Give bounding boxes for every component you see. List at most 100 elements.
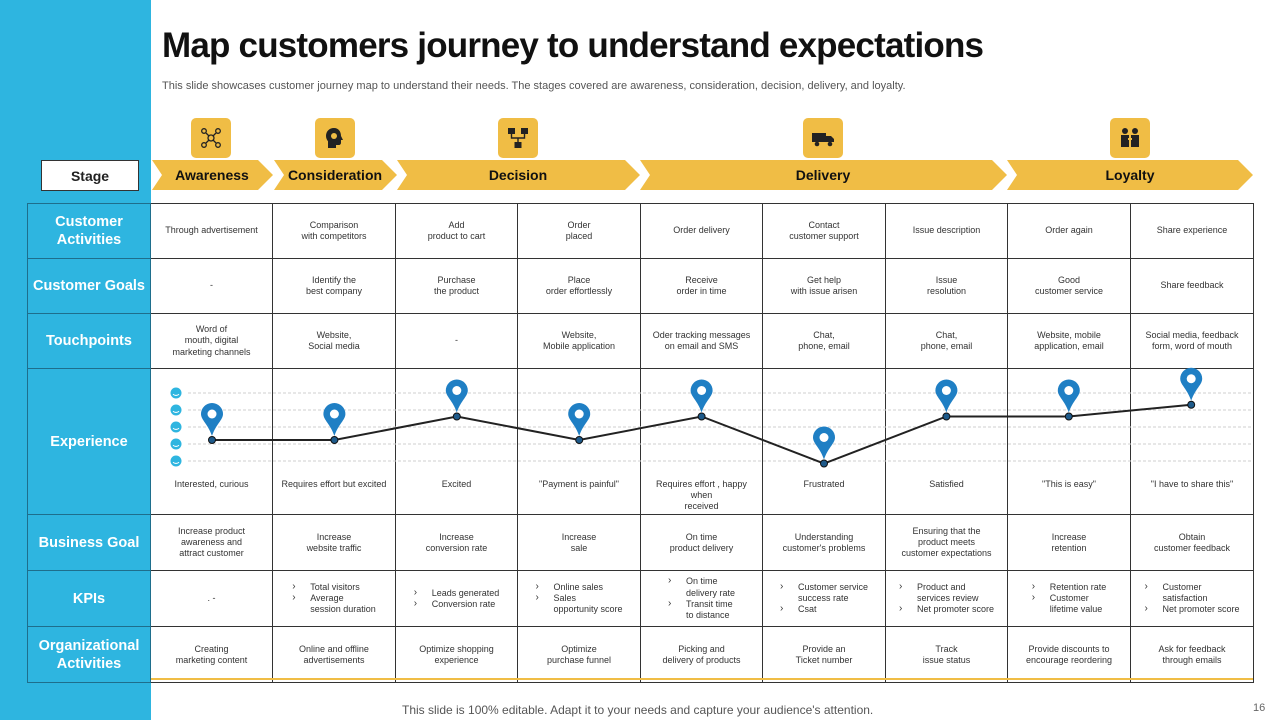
people-network-icon [191,118,231,158]
stage-consideration-label: Consideration [287,167,383,183]
kpi-item: Net promoter score [899,603,994,616]
table-cell: - [150,258,273,314]
table-cell: - [395,313,518,369]
row-header: Customer Goals [27,258,151,314]
row-kpis: KPIs . - Total visitorsAveragesession du… [27,570,1254,628]
experience-cell [640,368,763,472]
experience-cell [1130,368,1254,472]
table-cell: Chat,phone, email [885,313,1008,369]
stage-decision-label: Decision [488,167,548,183]
kpi-cell: Online salesSalesopportunity score [517,570,641,628]
experience-label: Requires effort but excited [272,471,396,516]
experience-label: "Payment is painful" [517,471,641,516]
row-header: KPIs [27,570,151,628]
kpi-item: Net promoter score [1144,603,1239,616]
kpi-item: Retention rate [1032,581,1107,594]
kpi-item: Conversion rate [414,598,500,611]
table-cell: Website,Mobile application [517,313,641,369]
experience-cell [517,368,641,472]
table-cell: Share feedback [1130,258,1254,314]
page-subtitle: This slide showcases customer journey ma… [162,80,906,92]
table-cell: Chat,phone, email [762,313,886,369]
kpi-cell: Leads generatedConversion rate [395,570,518,628]
experience-label: Frustrated [762,471,886,516]
row-customer-activities: Customer Activities Through advertisemen… [27,203,1254,259]
kpi-cell: Total visitorsAveragesession duration [272,570,396,628]
kpi-item: Leads generated [414,586,500,599]
experience-cell [272,368,396,472]
decision-flow-icon [498,118,538,158]
row-header: Business Goal [27,514,151,572]
table-cell: Issue description [885,203,1008,259]
row-header: Customer Activities [27,203,151,259]
row-header: Experience [27,367,151,516]
kpi-cell: CustomersatisfactionNet promoter score [1130,570,1254,628]
table-cell: Through advertisement [150,203,273,259]
experience-cell [150,368,273,472]
kpi-item: Csat [780,603,868,616]
page-number: 16 [1253,702,1266,714]
journey-map-table: Customer Activities Through advertisemen… [27,203,1254,684]
experience-label: Interested, curious [150,471,273,516]
experience-cell [1007,368,1131,472]
kpi-item: Online sales [535,581,622,594]
page-title: Map customers journey to understand expe… [162,26,984,65]
delivery-truck-icon [803,118,843,158]
experience-label: Satisfied [885,471,1008,516]
row-header: Touchpoints [27,313,151,369]
row-experience-labels: Interested, curious Requires effort but … [28,471,1254,516]
stage-delivery-label: Delivery [795,167,851,183]
table-cell: Website,Social media [272,313,396,369]
footer-note: This slide is 100% editable. Adapt it to… [402,703,874,717]
loyalty-people-icon [1110,118,1150,158]
table-cell: Order delivery [640,203,763,259]
bottom-accent-line [151,678,1253,680]
table-cell: . - [150,570,273,628]
row-header: Organizational Activities [27,626,151,684]
kpi-cell: Retention rateCustomerlifetime value [1007,570,1131,628]
stage-awareness-label: Awareness [175,167,249,183]
experience-cell [885,368,1008,472]
table-cell: Order again [1007,203,1131,259]
stage-loyalty-label: Loyalty [1105,167,1155,183]
